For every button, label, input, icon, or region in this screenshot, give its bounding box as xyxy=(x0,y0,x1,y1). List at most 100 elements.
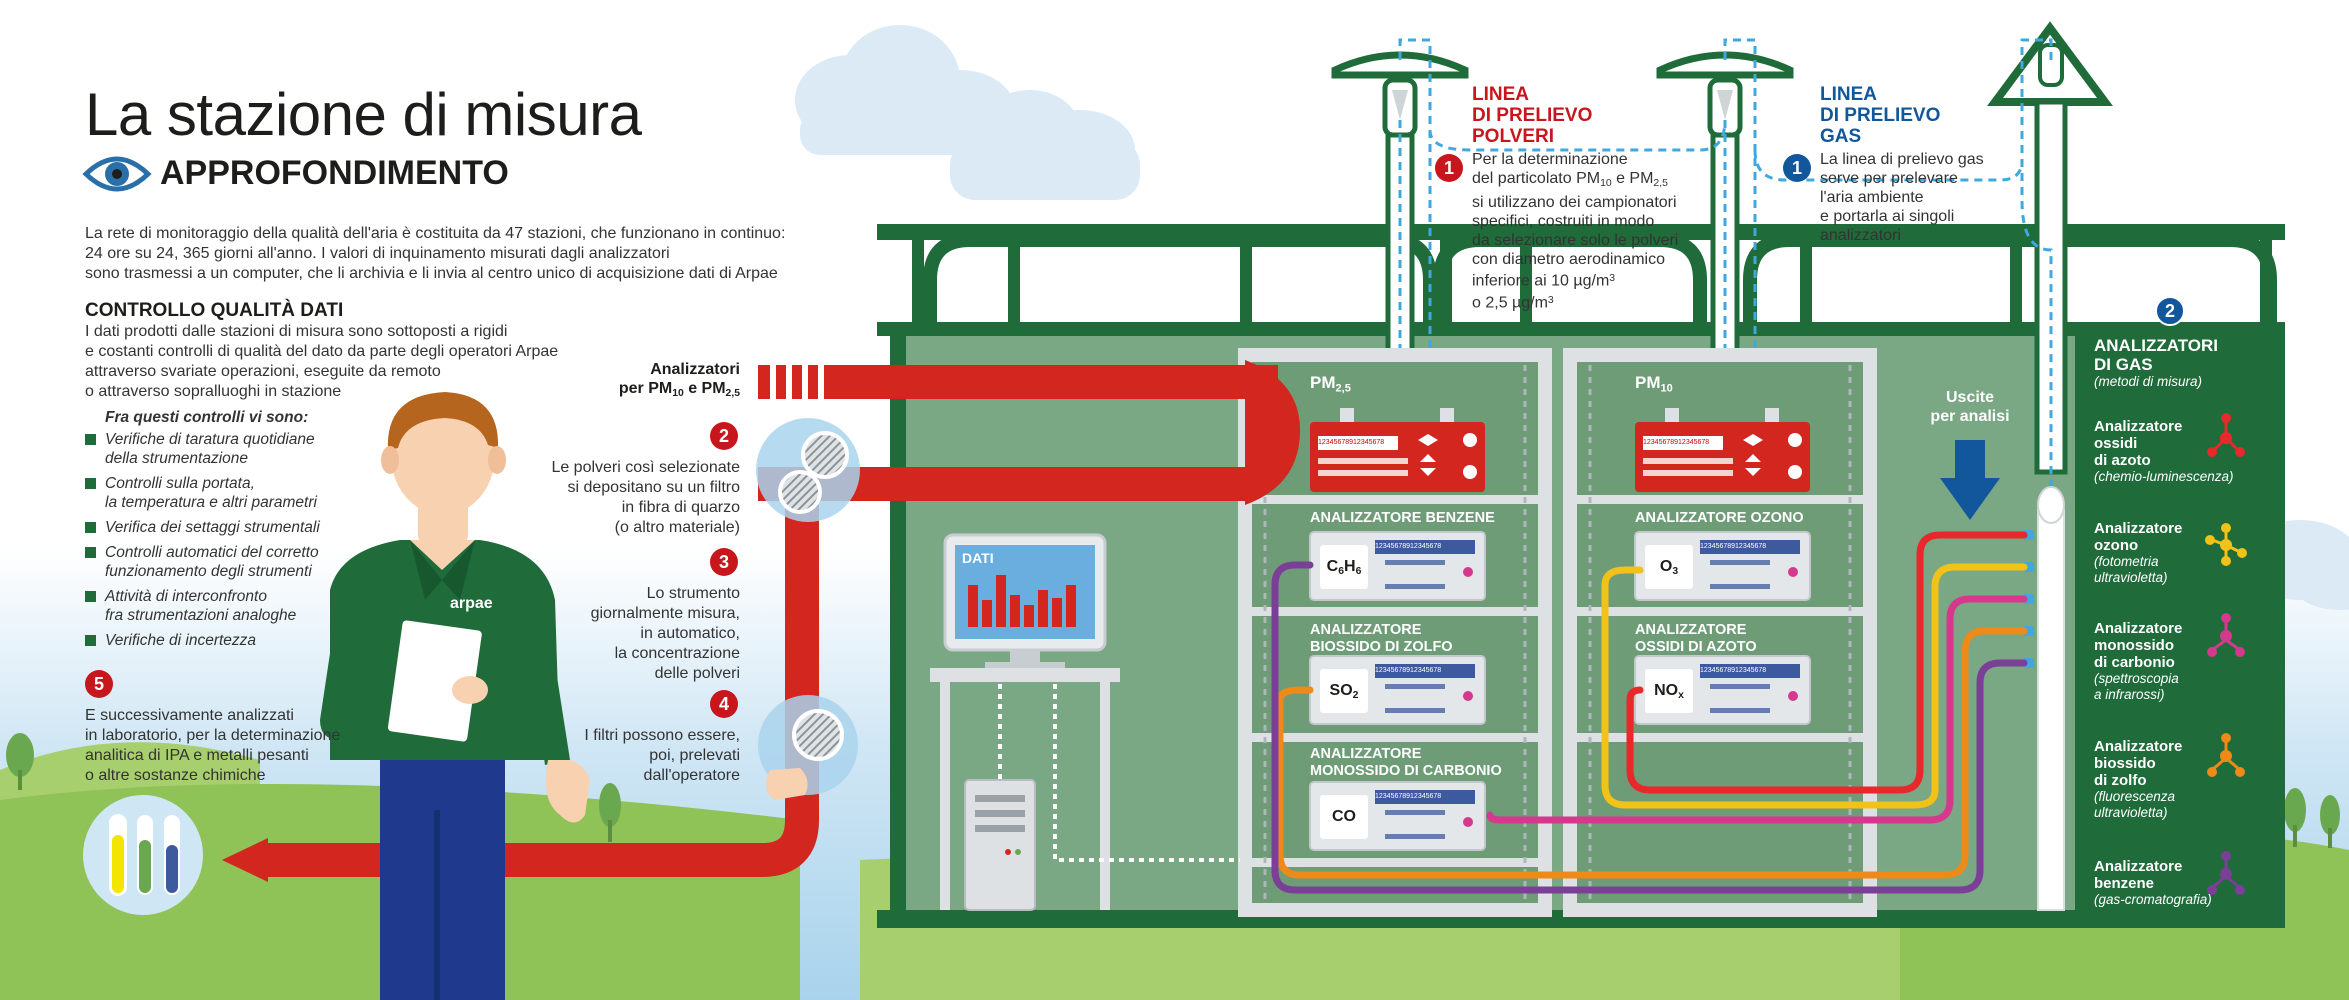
gas-line-text: La linea di prelievo gas serve per prele… xyxy=(1820,150,2020,245)
arrow-down-icon xyxy=(1940,440,2000,520)
gas-item-so2: Analizzatore biossido di zolfo (fluoresc… xyxy=(2094,738,2182,821)
bullet-square-icon xyxy=(85,522,96,533)
label-part: PM xyxy=(1310,373,1336,392)
gas-item-method: ultravioletta) xyxy=(2094,570,2168,585)
list-item-line: la temperatura e altri parametri xyxy=(105,494,317,511)
title-line: GAS xyxy=(1820,126,1862,147)
gas-item-name: Analizzatore xyxy=(2094,418,2183,435)
text-line: serve per prelevare xyxy=(1820,170,1958,187)
gas-item-method: a infrarossi) xyxy=(2094,687,2165,702)
text-line: e portarla ai singoli xyxy=(1820,208,1955,225)
quality-line: e costanti controlli di qualità del dato… xyxy=(85,343,559,360)
pm25-label: PM2,5 xyxy=(1310,374,1351,397)
title-line: LINEA xyxy=(1820,84,1877,105)
gas-item-method: (gas-cromatografia) xyxy=(2094,892,2212,907)
step-line: Lo strumento xyxy=(646,585,740,602)
step-line: (o altro materiale) xyxy=(614,519,740,536)
step-2-badge: 2 xyxy=(710,422,738,450)
gas-item-name: biossido xyxy=(2094,755,2156,772)
label-line: per analisi xyxy=(1930,408,2010,425)
step-line: dall'operatore xyxy=(643,767,740,784)
label-part: 10 xyxy=(672,388,684,400)
text-part: o 2,5 µg/m xyxy=(1472,294,1548,312)
gas-panel-title: ANALIZZATORI DI GAS xyxy=(2094,336,2218,374)
polveri-line-text: Per la determinazione del particolato PM… xyxy=(1472,150,1712,312)
gas-item-co: Analizzatore monossido di carbonio (spet… xyxy=(2094,620,2182,703)
gas-item-method: ultravioletta) xyxy=(2094,805,2168,820)
label-part: per PM xyxy=(618,380,673,397)
eye-icon xyxy=(82,156,152,192)
title-line: DI GAS xyxy=(2094,355,2153,374)
step-3-text: Lo strumento giornalmente misura, in aut… xyxy=(500,584,740,684)
gas-item-name: Analizzatore xyxy=(2094,520,2183,537)
intro-line: La rete di monitoraggio della qualità de… xyxy=(85,225,786,242)
gas-item-name: ossidi xyxy=(2094,435,2138,452)
list-item-line: Verifiche di incertezza xyxy=(105,632,257,649)
text-part: inferiore ai 10 µg/m xyxy=(1472,272,1610,290)
gas-item-method: (fotometria xyxy=(2094,554,2159,569)
formula-so2: SO2 xyxy=(1320,680,1368,707)
step-line: giornalmente misura, xyxy=(590,605,740,622)
list-item-line: Controlli sulla portata, xyxy=(105,475,255,492)
gas-item-method: (fluorescenza xyxy=(2094,789,2176,804)
gas-line-badge: 1 xyxy=(1783,154,1811,182)
test-tubes-icon xyxy=(83,795,203,915)
text-line: inferiore ai 10 µg/m3 xyxy=(1472,269,1712,291)
arpae-logo: arpae xyxy=(450,595,493,613)
formula-part: O xyxy=(1659,558,1673,575)
step-line: in fibra di quarzo xyxy=(621,499,740,516)
gas-line-title: LINEA DI PRELIEVO GAS xyxy=(1820,84,1940,147)
step-line: la concentrazione xyxy=(614,645,740,662)
text-part: 2,5 xyxy=(1653,178,1668,190)
gas-item-name: benzene xyxy=(2094,875,2155,892)
text-part: 10 xyxy=(1600,178,1612,190)
step-3-badge: 3 xyxy=(710,548,738,576)
outputs-label: Uscite per analisi xyxy=(1920,388,2020,426)
benzene-analyzer-label: ANALIZZATORE BENZENE xyxy=(1310,510,1495,526)
title-line: DI PRELIEVO xyxy=(1472,105,1593,126)
label-line: OSSIDI DI AZOTO xyxy=(1635,639,1757,655)
title-line: DI PRELIEVO xyxy=(1820,105,1941,126)
formula-part: x xyxy=(1678,690,1684,702)
formula-benzene: C6H6 xyxy=(1320,556,1368,583)
step-4-badge: 4 xyxy=(710,690,738,718)
list-item-line: Attività di interconfronto xyxy=(105,588,267,605)
step-line: analitica di IPA e metalli pesanti xyxy=(85,747,309,764)
gas-panel-subtitle: (metodi di misura) xyxy=(2094,374,2203,389)
formula-part: 2 xyxy=(1352,690,1359,702)
step-line: si depositano su un filtro xyxy=(567,479,740,496)
text-line: da selezionare solo le polveri xyxy=(1472,232,1679,250)
step-line: poi, prelevati xyxy=(649,747,740,764)
list-item-line: Verifica dei settaggi strumentali xyxy=(105,519,320,536)
list-item-line: funzionamento degli strumenti xyxy=(105,563,312,580)
step-line: in automatico, xyxy=(640,625,740,642)
gas-item-method: (chemio-luminescenza) xyxy=(2094,469,2234,484)
gas-item-benzene: Analizzatore benzene (gas-cromatografia) xyxy=(2094,858,2212,908)
list-item: Controlli sulla portata, la temperatura e… xyxy=(85,474,385,512)
gas-item-ozone: Analizzatore ozono (fotometria ultraviol… xyxy=(2094,520,2182,586)
text-line: l'aria ambiente xyxy=(1820,189,1924,206)
label-line: Uscite xyxy=(1945,389,1995,406)
bullet-square-icon xyxy=(85,591,96,602)
quality-line: attraverso svariate operazioni, eseguite… xyxy=(85,363,441,380)
gas-item-name: Analizzatore xyxy=(2094,858,2183,875)
step-2-text: Le polveri così selezionate si depositan… xyxy=(500,458,740,538)
quality-line: o attraverso sopralluoghi in stazione xyxy=(85,383,342,400)
bullet-square-icon xyxy=(85,635,96,646)
label-line: ANALIZZATORE xyxy=(1310,746,1422,762)
gas-item-name: Analizzatore xyxy=(2094,620,2183,637)
formula-part: H xyxy=(1344,558,1356,575)
label-part: 10 xyxy=(1660,382,1673,395)
formula-nox: NOx xyxy=(1645,680,1693,707)
pm-analyzers-label: Analizzatori per PM10 e PM2,5 xyxy=(540,360,740,403)
gas-item-name: ozono xyxy=(2094,537,2139,554)
text-line: Per la determinazione xyxy=(1472,151,1628,168)
step-line: I filtri possono essere, xyxy=(584,727,740,744)
label-line: ANALIZZATORE xyxy=(1635,622,1747,638)
step-line: E successivamente analizzati xyxy=(85,707,294,724)
pm25-display: 12345678912345678 xyxy=(1318,439,1385,446)
